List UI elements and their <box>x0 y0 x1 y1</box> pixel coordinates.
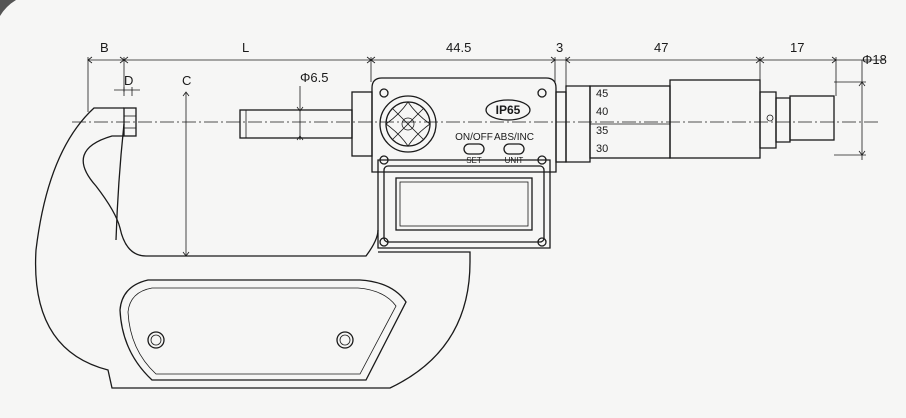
scale-ticks: 45 40 35 30 <box>596 88 608 155</box>
abs-inc-label: ABS/INC <box>494 132 534 143</box>
sleeve <box>555 85 671 163</box>
dim-gap-label: 3 <box>556 40 563 55</box>
scale-tick-45: 45 <box>596 88 608 100</box>
dim-c-label: C <box>182 73 191 88</box>
spindle <box>239 91 373 157</box>
corner-shadow <box>0 0 16 16</box>
dim-ratchet-length-label: 17 <box>790 40 804 55</box>
dim-b-label: B <box>100 40 109 55</box>
ip65-label: IP65 <box>496 103 521 117</box>
abs-inc-unit-button[interactable] <box>503 143 525 155</box>
scale-tick-30: 30 <box>596 143 608 155</box>
on-off-label: ON/OFF <box>455 132 493 143</box>
dim-d-label: D <box>124 73 133 88</box>
set-label: SET <box>466 156 482 165</box>
thimble <box>669 79 835 159</box>
dim-l-label: L <box>242 40 249 55</box>
thimble-knurl <box>669 79 761 159</box>
dim-body-width-label: 44.5 <box>446 40 471 55</box>
ratchet-knurl <box>789 95 835 141</box>
lcd-display <box>395 177 533 231</box>
dim-sleeve-length-label: 47 <box>654 40 668 55</box>
body <box>371 77 557 249</box>
dim-thimble-diameter-label: Φ18 <box>862 52 887 67</box>
scale-tick-35: 35 <box>596 125 608 137</box>
dim-spindle-diameter-label: Φ6.5 <box>300 70 328 85</box>
rotary-knob <box>379 95 437 153</box>
ip65-badge: IP65 <box>485 99 531 121</box>
unit-label: UNIT <box>505 156 524 165</box>
on-off-set-button[interactable] <box>463 143 485 155</box>
scale-tick-40: 40 <box>596 106 608 118</box>
frame <box>34 107 471 389</box>
dimension-lines <box>87 56 885 257</box>
